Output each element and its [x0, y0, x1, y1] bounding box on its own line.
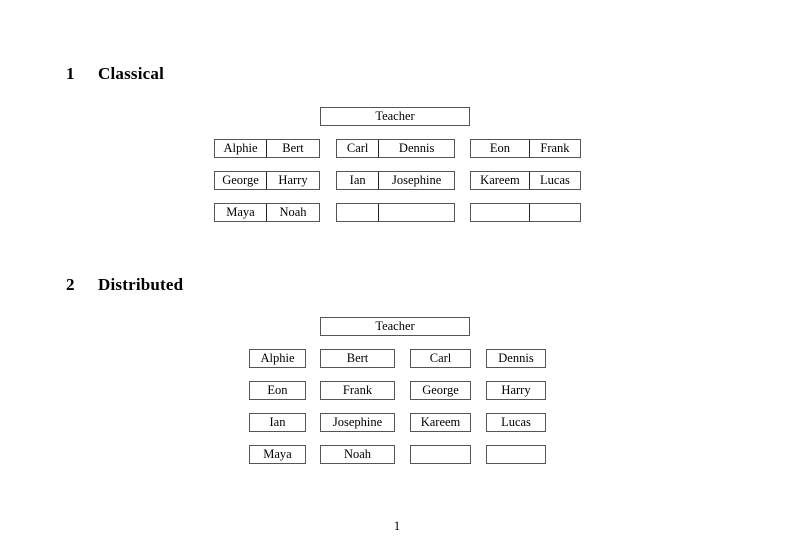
list-item: Lucas [486, 413, 546, 432]
table-cell: Kareem [480, 173, 520, 187]
list-item: Josephine [320, 413, 395, 432]
section-number: 2 [66, 275, 75, 294]
list-item [410, 445, 471, 464]
table-cell: Carl [346, 141, 369, 155]
table-cell [471, 204, 529, 221]
table-row: Carl Dennis [336, 139, 455, 158]
table-cell: Bert [266, 140, 319, 157]
table-cell: Lucas [528, 172, 580, 189]
table-cell: Ian [349, 173, 366, 187]
teacher-box-distributed: Teacher [320, 317, 470, 336]
section-title: Classical [98, 64, 165, 83]
list-item: Harry [486, 381, 546, 400]
table-cell: Maya [226, 205, 255, 219]
table-cell [378, 204, 454, 221]
table-row: Kareem Lucas [470, 171, 581, 190]
table-row: Alphie Bert [214, 139, 320, 158]
table-row: Eon Frank [470, 139, 581, 158]
section-number: 1 [66, 64, 75, 83]
table-cell: Alphie [223, 141, 258, 155]
list-item: George [410, 381, 471, 400]
table-cell: Eon [489, 141, 511, 155]
list-item: Maya [249, 445, 306, 464]
list-item: Noah [320, 445, 395, 464]
table-row [470, 203, 581, 222]
list-item [486, 445, 546, 464]
list-item: Carl [410, 349, 471, 368]
table-row: Maya Noah [214, 203, 320, 222]
list-item: Kareem [410, 413, 471, 432]
table-cell [528, 204, 580, 221]
list-item: Eon [249, 381, 306, 400]
table-cell: Noah [266, 204, 319, 221]
table-cell: Josephine [378, 172, 454, 189]
page-number: 1 [393, 519, 401, 533]
list-item: Ian [249, 413, 306, 432]
table-row: Ian Josephine [336, 171, 455, 190]
list-item: Alphie [249, 349, 306, 368]
section-heading-classical: 1 Classical [66, 64, 164, 84]
table-cell [337, 204, 378, 221]
list-item: Bert [320, 349, 395, 368]
table-cell: Harry [266, 172, 319, 189]
table-row [336, 203, 455, 222]
list-item: Frank [320, 381, 395, 400]
table-cell: Frank [528, 140, 580, 157]
table-row: George Harry [214, 171, 320, 190]
teacher-box-classical: Teacher [320, 107, 470, 126]
section-heading-distributed: 2 Distributed [66, 275, 183, 295]
table-cell: Dennis [378, 140, 454, 157]
section-title: Distributed [98, 275, 184, 294]
list-item: Dennis [486, 349, 546, 368]
table-cell: George [222, 173, 259, 187]
